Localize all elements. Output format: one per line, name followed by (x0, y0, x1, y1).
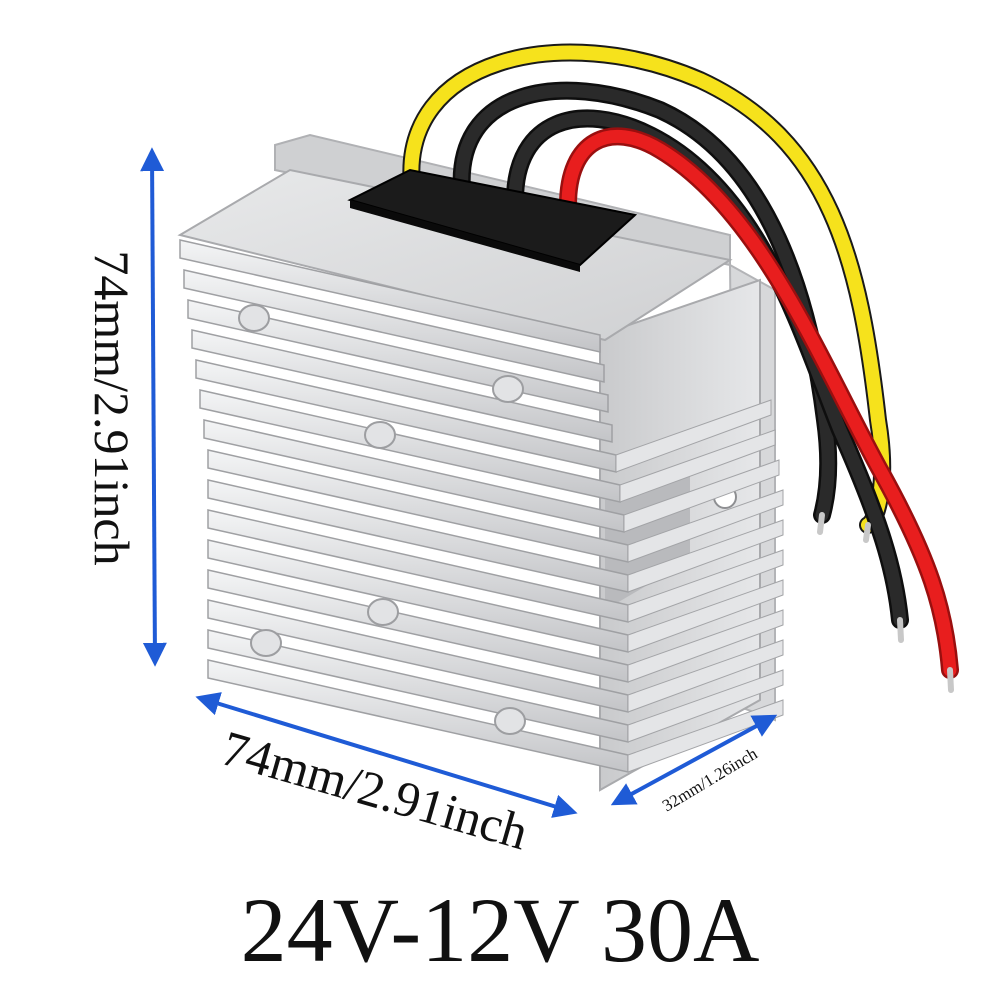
heatsink-fin-edge (627, 489, 784, 563)
heatsink-fin-edge (615, 399, 772, 473)
heatsink-fins (179, 239, 784, 773)
wires (402, 43, 959, 693)
heatsink-fin-edge (619, 429, 776, 503)
product-caption: 24V-12V 30A (240, 879, 760, 981)
depth-arrow (610, 714, 778, 806)
heatsink-fin-edge (627, 639, 784, 713)
heatsink-fin-edge (627, 519, 784, 593)
cable-gland (347, 168, 638, 272)
heatsink-fin-edge (623, 459, 780, 533)
dimension-arrows (140, 147, 778, 818)
heatsink-fin (191, 329, 613, 443)
heatsink-fin-edge (627, 549, 784, 623)
height-label: 74mm/2.91inch (84, 250, 140, 566)
heatsink-fin (183, 269, 605, 383)
heatsink-fin-edge (627, 579, 784, 653)
heatsink-fin (179, 239, 601, 353)
height-arrow (140, 147, 167, 667)
width-arrow (195, 692, 578, 818)
heatsink-fin-edge (627, 609, 784, 683)
